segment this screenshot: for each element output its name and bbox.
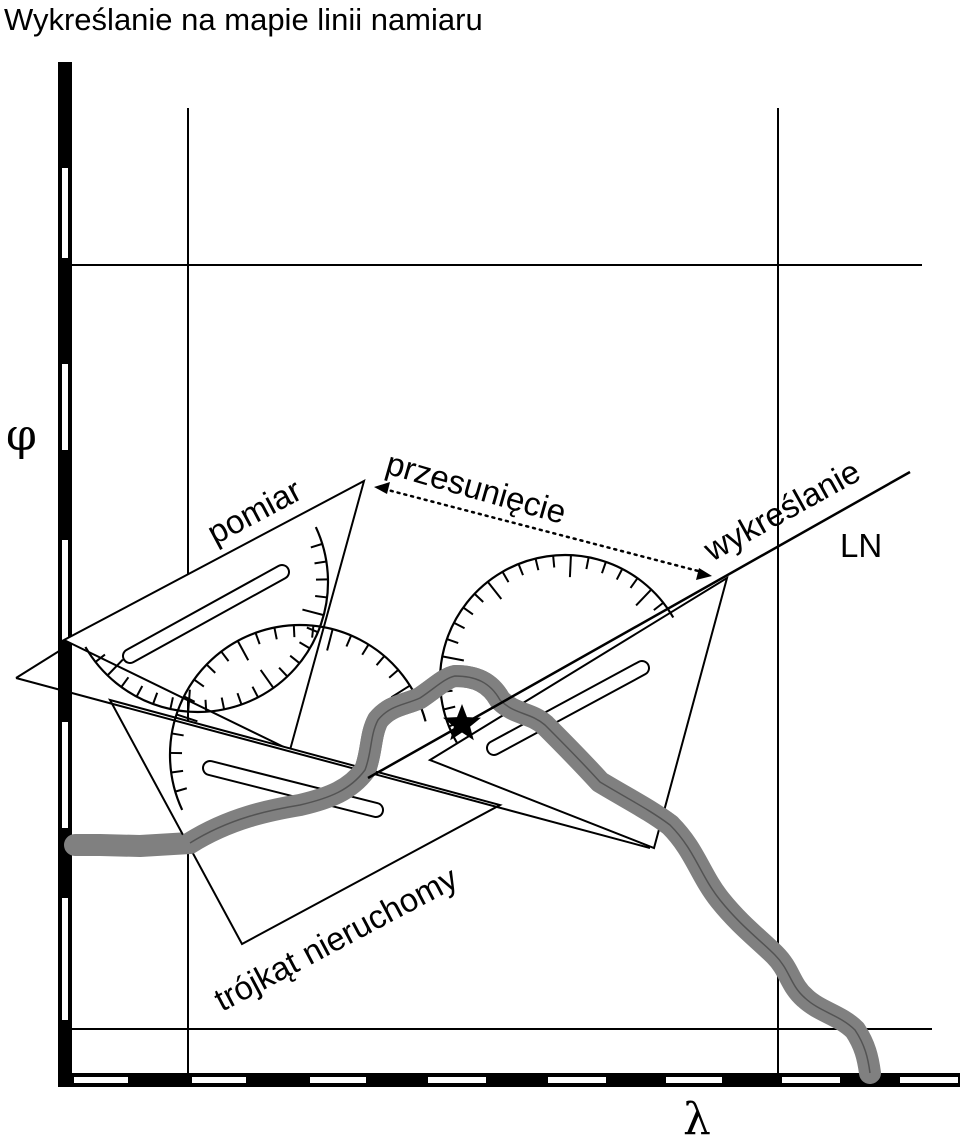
protractor-tick (94, 653, 106, 663)
protractor-tick (442, 655, 465, 662)
scale-segment (62, 168, 68, 258)
coastline-edge (189, 675, 871, 1074)
protractor-tick (315, 595, 328, 599)
triangle-outline (427, 575, 729, 850)
protractor-tick (236, 640, 250, 661)
scale-segment (666, 1077, 722, 1083)
protractor-tick (501, 571, 510, 583)
protractor-tick (171, 732, 184, 737)
coastline-overlay (179, 665, 681, 854)
protractor-tick (204, 699, 208, 712)
protractor-tick (289, 654, 301, 664)
slot-capsule (486, 660, 651, 756)
protractor-tick (278, 667, 289, 678)
protractor-tick (205, 663, 216, 674)
protractor-tick (552, 555, 556, 568)
protractor-tick (375, 655, 386, 666)
protractor-tick (259, 669, 275, 689)
label-przesuniecie: przesunięcie (382, 444, 570, 531)
triangle-slot (486, 660, 651, 756)
scale-segment (900, 1077, 958, 1083)
protractor-tick (254, 632, 261, 645)
arrow-head-left (374, 482, 390, 494)
arrow-head-right (696, 568, 712, 580)
protractor-tick (152, 692, 159, 705)
protractor-tick (615, 568, 624, 581)
protractor-tick (302, 608, 324, 617)
protractor-tick (220, 697, 226, 710)
protractor-scale (168, 623, 427, 811)
protractor-tick (236, 692, 243, 705)
protractor-tick (534, 558, 540, 571)
latitude-symbol: φ (6, 410, 37, 461)
protractor-tick (453, 621, 466, 630)
triangle-plotting (427, 554, 729, 850)
protractor-scale (84, 526, 330, 714)
protractor-tick (193, 678, 205, 688)
protractor-tick (388, 669, 399, 679)
protractor-tick (486, 581, 503, 600)
protractor-tick (517, 563, 524, 576)
protractor-tick (183, 695, 196, 703)
scale-segment (62, 898, 68, 1020)
protractor-tick (601, 561, 607, 574)
protractor-tick (653, 601, 664, 611)
protractor-tick (314, 560, 327, 565)
scale-segment (62, 722, 68, 828)
scale-segment (74, 1077, 128, 1083)
protractor-tick (473, 593, 484, 603)
scale-segment (62, 364, 68, 450)
protractor-tick (220, 650, 230, 662)
triangle-measurement (61, 479, 366, 752)
label-ln: LN (840, 527, 882, 564)
protractor-tick (251, 686, 259, 698)
protractor-tick (169, 697, 174, 710)
scale-segment (782, 1077, 840, 1083)
star-icon (443, 704, 481, 741)
triangle-apex (15, 647, 65, 679)
protractor-tick (443, 705, 456, 711)
protractor-tick (106, 658, 124, 677)
protractor-tick (292, 625, 296, 638)
protractor-tick (568, 555, 572, 578)
protractor-tick (635, 588, 652, 607)
latitude-scale-bar (58, 62, 72, 1087)
protractor-tick (310, 542, 323, 549)
shift-arrow (374, 482, 712, 580)
protractor-tick (171, 769, 184, 774)
protractor-tick (174, 787, 188, 793)
scale-segment (192, 1077, 246, 1083)
protractor-tick (326, 628, 334, 651)
sliding-edge (15, 677, 651, 849)
protractor-tick (176, 713, 198, 723)
protractor-tick (273, 627, 278, 640)
triangle-slot (122, 563, 291, 664)
protractor-tick (629, 577, 639, 589)
protractor-tick (298, 641, 311, 650)
scale-segment (548, 1077, 606, 1083)
protractor-tick (446, 638, 459, 644)
protractor-tick (462, 606, 474, 616)
protractor-tick (187, 689, 191, 712)
protractor-tick (585, 557, 590, 570)
diagram-title: Wykreślanie na mapie linii namiaru (4, 2, 483, 37)
protractor-tick (120, 676, 130, 688)
protractor-tick (361, 644, 370, 656)
protractor-tick (345, 635, 353, 647)
protractor-tick (311, 625, 315, 638)
longitude-symbol: λ (683, 1094, 711, 1139)
protractor-tick (390, 684, 411, 699)
scale-segment (62, 540, 68, 640)
slot-capsule (122, 563, 291, 664)
protractor-tick (135, 685, 144, 698)
longitude-scale-bar (58, 1073, 960, 1087)
protractor-arc (168, 623, 427, 811)
scale-segment (428, 1077, 486, 1083)
scale-segment (310, 1077, 366, 1083)
